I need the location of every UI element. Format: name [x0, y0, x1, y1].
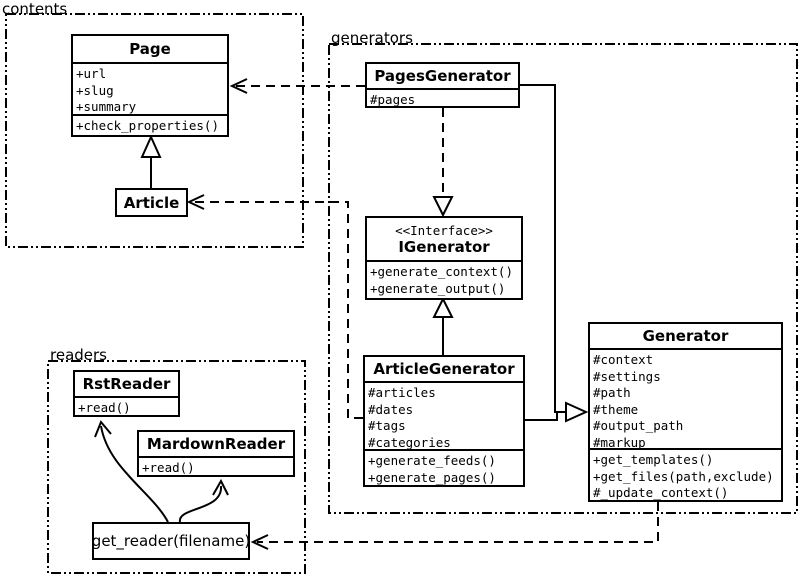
package-label-readers: readers: [50, 346, 107, 364]
class-articlegenerator-title: ArticleGenerator: [373, 360, 515, 378]
package-label-generators: generators: [331, 29, 413, 47]
edge-getreader-rstreader: [100, 425, 169, 523]
arrowhead-open-page: [229, 78, 248, 94]
class-igenerator: <<Interface>> IGenerator +generate_conte…: [365, 216, 523, 300]
class-igenerator-methods: +generate_context() +generate_output(): [367, 260, 521, 298]
package-border-readers: [47, 360, 306, 574]
arrowhead-open-rstreader: [94, 420, 112, 438]
class-rstreader-title: RstReader: [82, 375, 171, 393]
arrowhead-triangle-page: [140, 134, 162, 158]
class-mardownreader: MardownReader +read(): [137, 430, 295, 477]
class-pagesgenerator-title: PagesGenerator: [374, 67, 511, 85]
class-rstreader-methods: +read(): [75, 396, 178, 415]
class-article-title: Article: [123, 193, 180, 212]
package-label-contents: contents: [2, 0, 68, 18]
arrowhead-open-getreader: [250, 534, 269, 550]
class-igenerator-title: <<Interface>> IGenerator: [367, 218, 521, 260]
class-generator: Generator #context #settings #path #them…: [588, 322, 783, 502]
class-generator-methods: +get_templates() +get_files(path,exclude…: [590, 448, 781, 500]
arrowhead-open-mardownreader: [212, 478, 229, 496]
function-getreader-label: get_reader(filename): [91, 532, 251, 550]
arrowhead-triangle-generator: [565, 401, 589, 423]
class-igenerator-stereotype: <<Interface>>: [395, 222, 493, 238]
class-igenerator-name: IGenerator: [398, 237, 490, 256]
package-border-contents: [5, 13, 304, 248]
class-generator-attributes: #context #settings #path #theme #output_…: [590, 348, 781, 450]
function-getreader: get_reader(filename): [92, 522, 250, 560]
class-mardownreader-methods: +read(): [139, 456, 293, 475]
arrowhead-triangle-igenerator-bottom: [432, 296, 454, 318]
class-page-title: Page: [129, 40, 171, 58]
class-page-methods: +check_properties(): [73, 114, 227, 135]
edge-pagesgenerator-generator: [520, 84, 566, 413]
class-articlegenerator-attributes: #articles #dates #tags #categories: [365, 381, 523, 450]
class-articlegenerator: ArticleGenerator #articles #dates #tags …: [363, 355, 525, 487]
class-mardownreader-title: MardownReader: [146, 435, 286, 453]
class-articlegenerator-methods: +generate_feeds() +generate_pages(): [365, 449, 523, 485]
edge-getreader-mardownreader: [178, 485, 223, 523]
package-border-generators: [328, 43, 798, 514]
class-pagesgenerator-attributes: #pages: [367, 88, 518, 107]
arrowhead-triangle-igenerator-top: [432, 196, 454, 218]
class-page-attributes: +url +slug +summary: [73, 62, 227, 114]
class-page: Page +url +slug +summary +check_properti…: [71, 34, 229, 137]
edge-articlegenerator-article: [193, 201, 363, 419]
arrowhead-open-article: [186, 194, 205, 210]
class-pagesgenerator: PagesGenerator #pages: [365, 62, 520, 108]
edge-articlegenerator-generator: [525, 412, 558, 421]
edge-generator-getreader: [257, 502, 659, 543]
class-article: Article: [115, 188, 188, 217]
class-rstreader: RstReader +read(): [73, 370, 180, 417]
class-generator-title: Generator: [642, 327, 729, 345]
